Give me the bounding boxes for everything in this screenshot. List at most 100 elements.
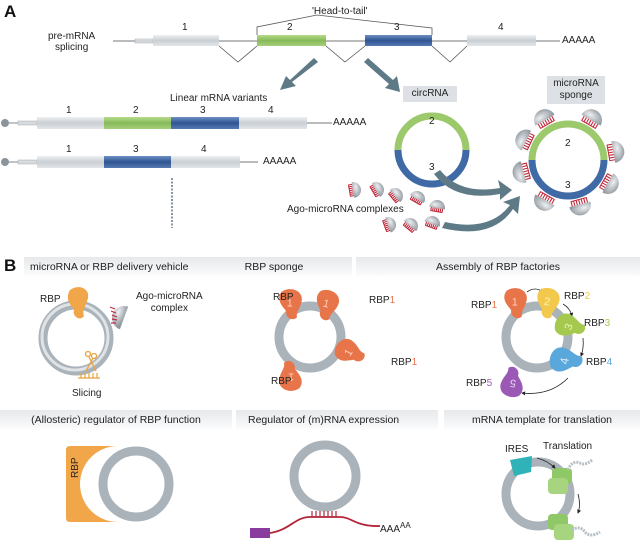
variant1-exon-2: 2 <box>133 105 139 116</box>
rbp-protein: 1 <box>504 288 527 319</box>
rbp-protein: 4 <box>549 347 583 372</box>
pre-mrna-label-line2: splicing <box>54 42 89 53</box>
ago-microrna-complex <box>347 182 361 198</box>
sponge-exon-3: 3 <box>565 180 571 191</box>
exon-3 <box>365 35 432 46</box>
mrna-cap <box>250 528 270 538</box>
rbp-protein: 1 <box>279 360 302 391</box>
exon-label-2: 2 <box>287 22 293 33</box>
sponge-label-line1: microRNA <box>553 78 599 89</box>
svg-text:2: 2 <box>543 296 551 309</box>
mrna-strand <box>269 516 381 534</box>
variant2-exon-3: 3 <box>133 144 139 155</box>
arrow-circrna-to-sponge <box>434 170 512 200</box>
ago-microrna-complex <box>598 173 619 194</box>
ribosome-2 <box>548 514 574 540</box>
ago-microrna-complex <box>369 182 384 198</box>
rbp-block <box>66 446 118 522</box>
delivery-vehicle-diagram <box>38 287 129 379</box>
sponge-exon-2: 2 <box>565 138 571 149</box>
ago-microrna-complex <box>429 200 445 214</box>
variant1-exon-3: 3 <box>200 105 206 116</box>
arrow-to-circrna <box>364 58 400 92</box>
allosteric-rbp-label: RBP <box>70 457 81 478</box>
variant1-exon-4: 4 <box>268 105 274 116</box>
factory-rbp5-label: RBP5 <box>466 378 493 389</box>
variant2-exon-1: 1 <box>66 144 72 155</box>
ago-microrna-complex <box>402 218 418 233</box>
ago-microrna-complex <box>388 188 403 204</box>
svg-text:3: 3 <box>562 322 575 332</box>
ago-complex <box>112 306 129 330</box>
rbp1-label-bottom-left: RBP1 <box>271 376 298 387</box>
cell-title-rbp-sponge: RBP sponge <box>196 257 352 277</box>
translation-label: Translation <box>543 441 593 452</box>
cell-title-delivery: microRNA or RBP delivery vehicle <box>24 257 198 277</box>
svg-text:4: 4 <box>558 356 572 365</box>
ago-microrna-complex-label: Ago-microRNA complex <box>136 291 203 315</box>
ribosome-1 <box>548 468 572 494</box>
head-to-tail-label: 'Head-to-tail' <box>312 6 368 17</box>
microrna-sponge <box>512 109 625 216</box>
rbp-protein: 1 <box>334 338 365 362</box>
ago-microrna-complex <box>534 190 555 211</box>
poly-a-tail-regulator: AAAAA <box>380 521 411 535</box>
rbp-blob <box>67 287 89 319</box>
rbp-protein: 1 <box>279 289 302 320</box>
free-ago-complexes <box>347 182 445 233</box>
exon-2 <box>257 35 326 46</box>
ago-microrna-complex <box>515 129 535 151</box>
ires-label: IRES <box>505 444 529 455</box>
translation-diagram <box>501 456 601 540</box>
ago-microrna-complex <box>512 161 531 183</box>
rbp1-label-top-left: RBP1 <box>273 292 300 303</box>
circrna-label: circRNA <box>403 86 457 102</box>
pre-mrna-splicing-label: pre-mRNA splicing <box>48 31 95 53</box>
factory-rbp1-label: RBP1 <box>471 300 498 311</box>
exon-label-1: 1 <box>182 22 188 33</box>
svg-text:5: 5 <box>509 376 517 389</box>
rbp-protein: 5 <box>500 366 523 398</box>
svg-text:1: 1 <box>288 371 294 383</box>
ago-label-line2: complex <box>150 303 188 314</box>
pre-mrna-gene <box>113 14 560 63</box>
linear-variants-label: Linear mRNA variants <box>170 93 268 104</box>
panel-a-letter: A <box>4 2 17 21</box>
variant1-exon-1: 1 <box>66 105 72 116</box>
ago-microrna-complex <box>569 197 591 216</box>
circrna-exon-3: 3 <box>429 162 435 173</box>
cell-title-rbp-factories: Assembly of RBP factories <box>356 257 640 277</box>
factory-rbp4-label: RBP4 <box>586 357 613 368</box>
arrow-ago-to-sponge <box>442 196 520 232</box>
svg-text:1: 1 <box>287 297 293 309</box>
cell-title-allosteric: (Allosteric) regulator of RBP function <box>0 410 232 430</box>
poly-a-tail-pre: AAAAA <box>562 35 596 46</box>
exon-1 <box>153 35 219 46</box>
linear-variant-2 <box>1 156 258 168</box>
ago-microrna-complex <box>382 217 396 233</box>
factory-rbp3-label: RBP3 <box>584 318 611 329</box>
ago-microrna-complex <box>534 109 555 130</box>
linear-variant-1 <box>1 117 332 129</box>
variant2-exon-4: 4 <box>201 144 207 155</box>
allosteric-diagram <box>66 444 176 524</box>
ago-microrna-complex <box>409 191 425 206</box>
exon-4 <box>467 35 536 46</box>
poly-a-tail-variant2: AAAAA <box>263 156 297 167</box>
factory-rbp2-label: RBP2 <box>564 291 591 302</box>
exon-label-3: 3 <box>394 22 400 33</box>
ago-microrna-complex <box>606 141 625 163</box>
mrna-regulator-diagram <box>250 440 381 538</box>
svg-text:1: 1 <box>512 296 518 308</box>
sponge-label-line2: sponge <box>559 90 593 101</box>
ago-microrna-complex <box>424 216 440 230</box>
ago-complexes-label: Ago-microRNA complexes <box>287 204 404 215</box>
rbp-label: RBP <box>40 294 61 305</box>
poly-a-tail-variant1: AAAAA <box>333 117 367 128</box>
ires <box>510 456 532 476</box>
svg-text:1: 1 <box>322 298 331 311</box>
rbp-sponge-diagram: 1 1 1 1 <box>274 289 365 391</box>
exon-label-4: 4 <box>498 22 504 33</box>
rbp1-label-top-right: RBP1 <box>369 295 396 306</box>
